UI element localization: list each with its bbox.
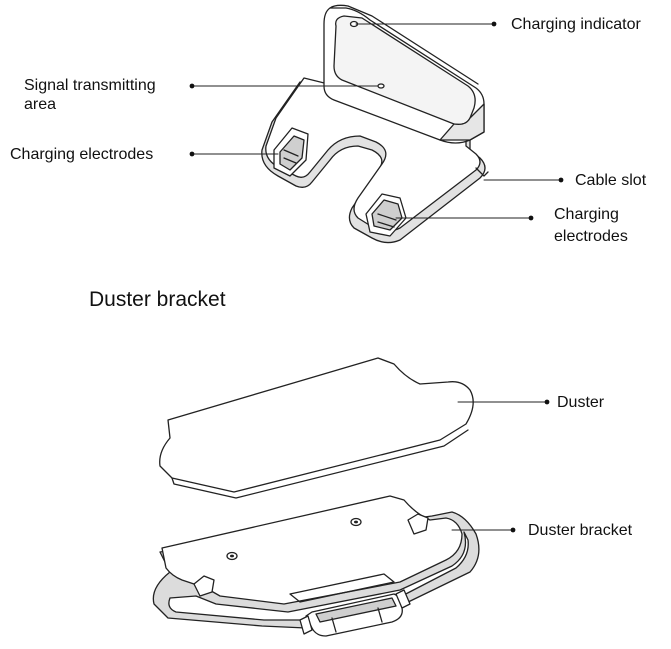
bracket-clip-right	[407, 513, 429, 535]
label-cable-slot: Cable slot	[575, 172, 647, 189]
duster-bracket	[152, 495, 480, 637]
bracket-recess	[289, 573, 395, 603]
dock-leader-dots	[189, 21, 564, 221]
duster-section-title: Duster bracket	[89, 288, 226, 311]
label-charging-electrodes-left: Charging electrodes	[10, 146, 154, 163]
label-signal-transmitting-area-line2: area	[24, 96, 57, 113]
label-signal-transmitting-area-line1: Signal transmitting	[24, 77, 156, 94]
charging-electrode-left	[273, 127, 309, 177]
bracket-clip-left	[193, 575, 215, 597]
dock-tower-top	[329, 4, 479, 85]
duster-leader	[457, 399, 550, 405]
duster-pad	[159, 357, 474, 499]
label-duster-bracket: Duster bracket	[528, 522, 633, 539]
label-duster: Duster	[557, 394, 605, 411]
duster-bracket-leader	[451, 527, 516, 533]
label-charging-indicator: Charging indicator	[511, 16, 641, 33]
cable-slot-notch	[475, 167, 489, 177]
dock-tower-front	[333, 15, 476, 126]
label-charging-electrodes-right-line1: Charging	[554, 206, 619, 223]
dock-leader-lines	[192, 23, 561, 219]
label-charging-electrodes-right-line2: electrodes	[554, 228, 628, 245]
charging-dock	[261, 4, 489, 244]
signal-transmitting-window	[377, 83, 385, 89]
bracket-latch	[299, 589, 411, 637]
dock-tower-side	[439, 103, 485, 141]
charging-electrode-right	[365, 193, 407, 237]
